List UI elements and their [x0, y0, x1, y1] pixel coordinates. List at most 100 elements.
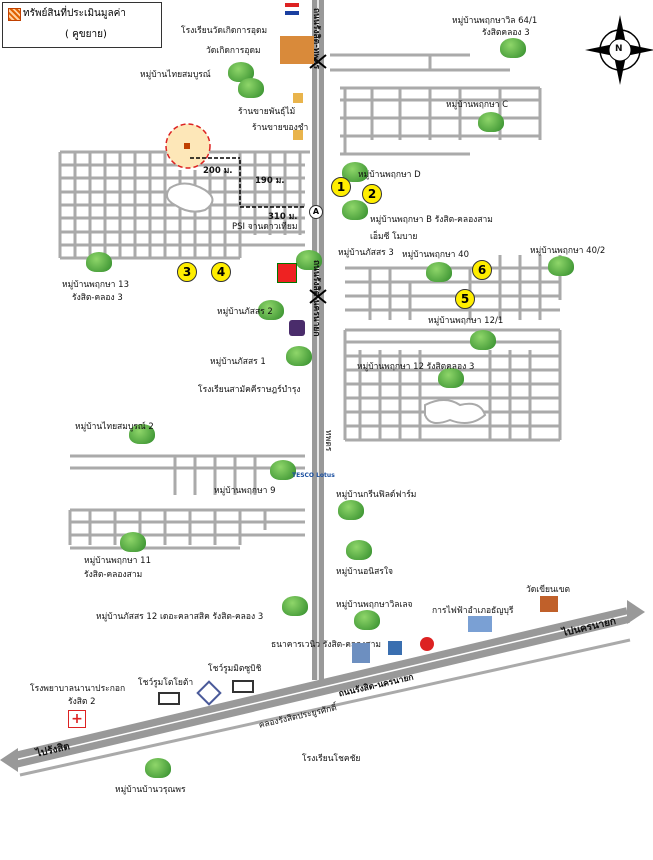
road-label-north: ถนนรังสิต-ทพดร [311, 8, 322, 70]
label-temple-khian: วัดเขียนเขต [526, 585, 571, 595]
road-label-mid: ถนนรังสิต-นครนายก [311, 260, 322, 337]
bigc-icon [277, 263, 297, 283]
tree-icon [342, 162, 368, 182]
label-bank: ธนาคารเวนิว รังสิต-คลองสาม [271, 640, 381, 650]
tree-icon [129, 424, 155, 444]
road-label-low: ทพดร [323, 430, 334, 452]
pin-3[interactable]: 3 [177, 262, 197, 282]
tree-icon [346, 540, 372, 560]
pin-2[interactable]: 2 [362, 184, 382, 204]
pin-5[interactable]: 5 [455, 289, 475, 309]
tree-icon [438, 368, 464, 388]
tree-icon [282, 596, 308, 616]
label-vil-pv-ej: หมู่บ้านพฤกษาวิลเลจ [336, 600, 413, 610]
distance-lines [190, 157, 305, 208]
temple-kerd-icon [280, 36, 314, 64]
label-vil-pattra2: หมู่บ้านภัสสร 2 [217, 307, 273, 317]
label-vil-p13: หมู่บ้านพฤกษา 13 [62, 280, 129, 290]
arrow-west-icon [0, 748, 18, 772]
store-icon [293, 130, 303, 140]
label-vil-p40-2: หมู่บ้านพฤกษา 40/2 [530, 246, 606, 256]
pea-building-icon [468, 616, 492, 632]
label-vil-pv64: หมู่บ้านพฤกษาวิล 64/1 [452, 16, 538, 26]
label-vil-thai2: หมู่บ้านไทยสมบูรณ์ 2 [75, 422, 154, 432]
bank-icon [289, 320, 305, 336]
tree-icon [270, 460, 296, 480]
tree-icon [145, 758, 171, 778]
label-temple-kerd: วัดเกิดการอุดม [206, 46, 261, 56]
property-square [184, 143, 190, 149]
label-vil-pattra1: หมู่บ้านภัสสร 1 [210, 357, 266, 367]
legend-box: ทรัพย์สินที่ประเมินมูลค่า ( คูขยาย) [2, 2, 162, 48]
distance-200: 200 ม. [203, 166, 233, 176]
label-shop-tree: ร้านขายพันธุ์ไม้ [238, 107, 296, 117]
label-school-chokchai: โรงเรียนโชคชัย [302, 754, 361, 764]
hospital-cross-icon: + [68, 710, 86, 728]
shop-icon [293, 93, 303, 103]
tree-icon [342, 200, 368, 220]
tree-icon [354, 610, 380, 630]
tree-icon [296, 250, 322, 270]
label-vil-pv64-sub: รังสิตคลอง 3 [482, 28, 530, 38]
canal-line [19, 638, 631, 777]
tree-icon [86, 252, 112, 272]
pin-4[interactable]: 4 [211, 262, 231, 282]
pin-1[interactable]: 1 [331, 177, 351, 197]
label-vil-p11-sub: รังสิต-คลองสาม [84, 570, 143, 580]
label-vil-greenfield: หมู่บ้านกรีนฟิลด์ฟาร์ม [336, 490, 417, 500]
label-hospital: โรงพยาบาลนานาประกอก [30, 684, 126, 694]
arrow-east-icon [627, 600, 645, 624]
flag-icon [285, 3, 299, 15]
tree-icon [426, 262, 452, 282]
local-streets [58, 53, 562, 550]
tree-icon [478, 112, 504, 132]
legend-line2: ( คูขยาย) [65, 29, 107, 40]
legend-swatch [8, 8, 21, 21]
label-school-samakkee: โรงเรียนสามัคคีราษฎร์บำรุง [198, 385, 301, 395]
label-vil-pd: หมู่บ้านพฤกษา D [358, 170, 421, 180]
pond-southeast [424, 399, 487, 425]
label-vil-pc: หมู่บ้านพฤกษา C [446, 100, 509, 110]
label-vil-p12-1: หมู่บ้านพฤกษา 12/1 [428, 316, 504, 326]
bank-building-icon [352, 643, 370, 663]
toyota-icon [158, 692, 180, 705]
label-vil-pattra3: หมู่บ้านภัสสร 3 [338, 248, 394, 258]
label-vil-p12: หมู่บ้านพฤกษา 12 รังสิตคลอง 3 [357, 362, 475, 372]
distance-190: 190 ม. [255, 176, 285, 186]
label-vil-p40: หมู่บ้านพฤกษา 40 [402, 250, 469, 260]
legend-line1: ทรัพย์สินที่ประเมินมูลค่า [23, 8, 126, 19]
pin-6[interactable]: 6 [472, 260, 492, 280]
label-school-kerd: โรงเรียนวัดเกิดการอุดม [181, 26, 268, 36]
label-vil-warunporn: หมู่บ้านบ้านวรุณพร [115, 785, 186, 795]
label-showroom-mitsu: โชว์รูมมิตซูบิชิ [208, 664, 262, 674]
pond-northwest [165, 182, 214, 213]
tree-icon [286, 346, 312, 366]
marker-a[interactable]: A [309, 205, 323, 219]
temple-icon [540, 596, 558, 612]
distance-310: 310 ม. [268, 212, 298, 222]
label-vil-thai-north: หมู่บ้านไทยสมบูรณ์ [140, 70, 211, 80]
label-psi: PSI จานดาวเทียม [232, 222, 298, 232]
tree-icon [258, 300, 284, 320]
showroom-icon [232, 680, 254, 693]
tree-icon [338, 500, 364, 520]
label-cement: เอ็มซี โมบาย [370, 232, 418, 242]
label-vil-p9: หมู่บ้านพฤกษา 9 [214, 486, 276, 496]
label-hospital-sub: รังสิต 2 [68, 697, 96, 707]
compass-letter: N [615, 44, 623, 54]
label-vil-pattra12: หมู่บ้านภัสสร 12 เดอะคลาสสิค รังสิต-คลอง… [96, 612, 264, 622]
label-vil-pb: หมู่บ้านพฤกษา B รังสิต-คลองสาม [370, 215, 493, 225]
tree-icon [470, 330, 496, 350]
caltex-icon [420, 637, 434, 651]
tree-icon [238, 78, 264, 98]
ttb-icon [388, 641, 402, 655]
tree-icon [500, 38, 526, 58]
tree-icon [120, 532, 146, 552]
label-pea: การไฟฟ้าอำเภอธัญบุรี [432, 606, 514, 616]
label-shop-goods: ร้านขายของชำ [252, 123, 309, 133]
main-road-diagonal-center [14, 614, 629, 761]
label-vil-anisorn: หมู่บ้านอนิสรใจ [336, 567, 393, 577]
compass-icon [585, 15, 653, 85]
